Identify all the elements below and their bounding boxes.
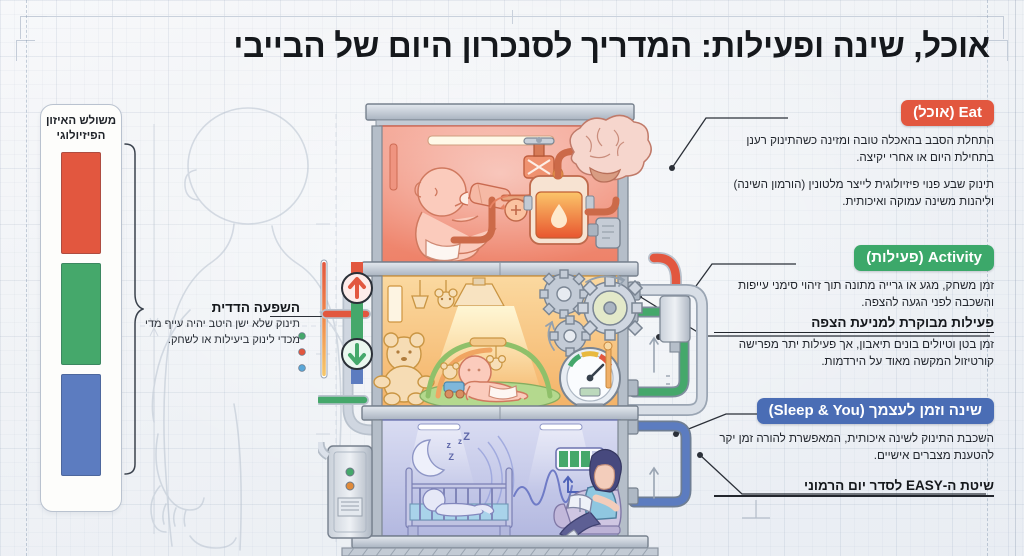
three-floor-building-illustration: z z Z Z	[318, 103, 708, 556]
eat-paragraph-1: התחלת הסבב בהאכלה טובה ומזינה כשהתינוק ר…	[746, 134, 994, 165]
activity-sub-body: זמן בטן וטיולים בונים תיאבון, אך פעילות …	[738, 338, 994, 369]
crop-mark-top-right	[977, 16, 1004, 39]
down-arrow-badge	[341, 338, 373, 370]
hanging-toy-icon	[486, 346, 507, 371]
legend-title: משולש האיזון הפיזיולוגי	[45, 115, 117, 143]
up-arrow-badge	[341, 272, 373, 304]
teddy-bear-icon	[373, 332, 435, 406]
svg-text:Z: Z	[449, 452, 455, 462]
crib-icon	[405, 467, 513, 537]
left-callout-body: תינוק שלא ישן היטב יהיה עייף מדי מכדי לי…	[145, 318, 300, 346]
right-edge-rule	[1015, 0, 1016, 556]
eat-paragraph-2: תינוק שבע פנוי פיזיולוגית לייצר מלטונין …	[733, 177, 994, 208]
sleep-paragraph-1: השכבת התינוק לשינה איכותית, המאפשרת להור…	[719, 432, 994, 463]
section-eat: Eat (אוכל) התחלת הסבב בהאכלה טובה ומזינה…	[714, 100, 994, 210]
svg-text:z: z	[458, 437, 462, 446]
left-callout-leader	[270, 316, 332, 318]
legend-brace	[124, 143, 144, 475]
badge-activity[interactable]: Activity (פעילות)	[854, 245, 994, 272]
parent-reading-icon	[553, 448, 622, 545]
legend-bar-activity	[61, 263, 101, 366]
small-teddy-icon	[440, 362, 460, 380]
svg-text:z: z	[447, 440, 452, 450]
crop-mark-top-left	[20, 16, 47, 39]
mobile-toy-icon	[411, 280, 458, 309]
left-callout-heading: השפעה הדדית	[211, 300, 300, 315]
eat-floor-motor-icon	[587, 217, 621, 249]
activity-floor	[361, 269, 644, 421]
flow-arrow-badges	[341, 262, 373, 384]
section-easy: שיטת ה-EASY לסדר יום הרמוני	[714, 478, 994, 497]
legend-bar-eat	[61, 152, 101, 255]
section-activity: Activity (פעילות) זמן משחק, מגע או גרייה…	[714, 245, 994, 371]
moon-icon	[411, 439, 446, 477]
svg-text:Z: Z	[463, 431, 470, 443]
toy-car-icon	[443, 381, 465, 399]
brain-icon	[569, 114, 652, 183]
activity-paragraph-1: זמן משחק, מגע או גרייה מתונה תוך זיהוי ס…	[738, 279, 994, 310]
activity-sub-heading: פעילות מבוקרת למניעת הצפה	[811, 314, 994, 330]
page-title: אוכל, שינה ופעילות: המדריך לסנכרון היום …	[233, 27, 990, 64]
crop-tick	[512, 10, 514, 24]
badge-sleep[interactable]: שינה וזמן לעצמך (Sleep & You)	[756, 398, 994, 425]
valve-icon	[523, 137, 555, 179]
crop-mark-top-right-inner	[989, 40, 1008, 61]
pressure-knob-icon	[504, 198, 528, 222]
zzz-icon: z z Z Z	[447, 431, 471, 462]
legend-bar-sleep	[61, 374, 101, 477]
dimension-tick	[742, 500, 770, 519]
section-sleep: שינה וזמן לעצמך (Sleep & You) השכבת התינ…	[714, 398, 994, 465]
legend-card: משולש האיזון הפיזיולוגי	[40, 104, 122, 512]
left-dashed-guide	[26, 0, 27, 556]
right-dashed-guide	[987, 0, 988, 556]
gears-icon	[539, 269, 644, 357]
eat-floor	[361, 103, 652, 277]
sleep-floor: z z Z Z	[341, 419, 659, 556]
crop-mark-top-left-inner	[16, 40, 35, 61]
easy-rule	[714, 495, 994, 497]
gauge-icon	[559, 347, 621, 411]
easy-heading: שיטת ה-EASY לסדר יום הרמוני	[804, 478, 994, 493]
left-callout: השפעה הדדית תינוק שלא ישן היטב יהיה עייף…	[140, 300, 300, 348]
status-dots	[298, 332, 306, 372]
activity-sub-rule	[714, 331, 994, 334]
legend-bar-group	[61, 152, 101, 511]
control-cabinet-icon	[318, 441, 373, 539]
badge-eat[interactable]: Eat (אוכל)	[901, 100, 994, 127]
